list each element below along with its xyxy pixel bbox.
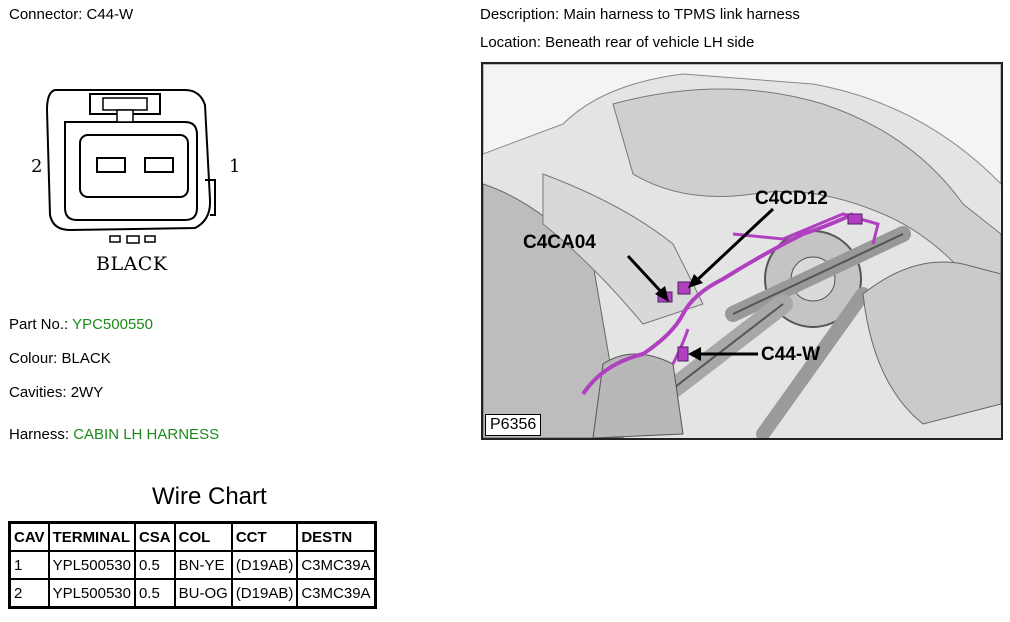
callout-c4cd12: C4CD12 (755, 188, 828, 209)
colour-line: Colour: BLACK (9, 350, 111, 367)
header-cct: CCT (230, 521, 299, 552)
cell-cav: 1 (8, 550, 50, 580)
pin-label-1: 1 (229, 156, 241, 177)
table-row: 2 YPL500530 0.5 BU-OG (D19AB) C3MC39A (8, 578, 377, 609)
wire-chart-title: Wire Chart (152, 483, 267, 510)
description-line: Description: Main harness to TPMS link h… (480, 6, 800, 23)
table-row: 1 YPL500530 0.5 BN-YE (D19AB) C3MC39A (8, 550, 377, 580)
cell-terminal: YPL500530 (47, 550, 136, 580)
cell-col: BU-OG (173, 578, 233, 609)
connector-id: C44-W (86, 6, 134, 23)
connector-colour-text: BLACK (96, 253, 168, 275)
header-csa: CSA (133, 521, 176, 552)
location-value: Beneath rear of vehicle LH side (545, 34, 755, 51)
connector-face-diagram (45, 89, 216, 244)
cell-col: BN-YE (173, 550, 233, 580)
callout-c4ca04: C4CA04 (523, 232, 596, 253)
vehicle-underside-illustration (483, 64, 1001, 438)
harness-line: Harness: CABIN LH HARNESS (9, 426, 220, 443)
cell-destn: C3MC39A (296, 550, 377, 580)
description-value: Main harness to TPMS link harness (563, 6, 800, 23)
callout-c44-w: C44-W (761, 344, 821, 365)
cell-csa: 0.5 (133, 550, 176, 580)
cavity-1 (144, 157, 174, 173)
header-cav: CAV (8, 521, 50, 552)
part-no-link[interactable]: YPC500550 (72, 316, 153, 333)
location-line: Location: Beneath rear of vehicle LH sid… (480, 34, 755, 51)
header-destn: DESTN (296, 521, 377, 552)
header-col: COL (173, 521, 233, 552)
cell-terminal: YPL500530 (47, 578, 136, 609)
harness-link[interactable]: CABIN LH HARNESS (73, 426, 220, 443)
colour-value: BLACK (61, 350, 111, 367)
cell-destn: C3MC39A (296, 578, 377, 609)
cell-cct: (D19AB) (230, 578, 299, 609)
location-photo: C4CD12 C4CA04 C44-W P6356 (481, 62, 1003, 440)
cavities-value: 2WY (70, 384, 104, 401)
photo-reference: P6356 (485, 414, 542, 436)
connector-heading: Connector: C44-W (9, 6, 134, 23)
pin-label-2: 2 (31, 156, 43, 177)
cell-cct: (D19AB) (230, 550, 299, 580)
wire-chart-header-row: CAV TERMINAL CSA COL CCT DESTN (8, 521, 377, 552)
cavities-line: Cavities: 2WY (9, 384, 104, 401)
cell-csa: 0.5 (133, 578, 176, 609)
header-terminal: TERMINAL (47, 521, 136, 552)
wire-chart-table: CAV TERMINAL CSA COL CCT DESTN 1 YPL5005… (8, 521, 377, 609)
part-no-line: Part No.: YPC500550 (9, 316, 153, 333)
cell-cav: 2 (8, 578, 50, 609)
cavity-2 (96, 157, 126, 173)
